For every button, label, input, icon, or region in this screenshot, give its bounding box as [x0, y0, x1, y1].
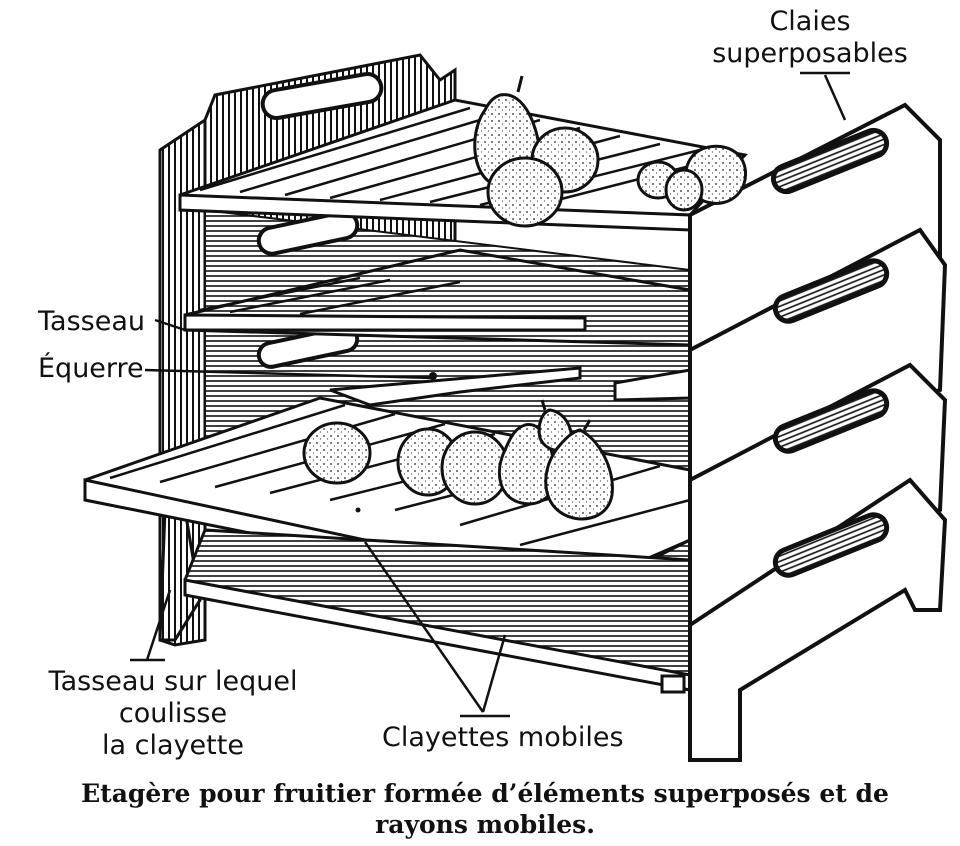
- right-handle-slots: [770, 127, 890, 578]
- label-claies-line2: superposables: [712, 38, 908, 69]
- caption-line2: rayons mobiles.: [375, 810, 595, 839]
- right-side-stack: [688, 102, 948, 762]
- label-tasseau-sur-line3: la clayette: [102, 730, 244, 761]
- middle-shelf: [183, 248, 692, 347]
- top-fruits: [473, 75, 747, 228]
- label-claies-line1: Claies: [769, 6, 851, 37]
- figure-caption: Etagère pour fruitier formée d’éléments …: [20, 778, 950, 840]
- label-claies-superposables: Claies superposables: [700, 6, 920, 70]
- label-clayettes-mobiles: Clayettes mobiles: [382, 722, 624, 753]
- tray-fruits: [302, 399, 614, 521]
- back-handle-slot: [260, 72, 384, 120]
- label-tasseau-sur-lequel: Tasseau sur lequel coulisse la clayette: [28, 666, 318, 762]
- label-tasseau-sur-line2: coulisse: [118, 698, 228, 729]
- bottom-shelf: [183, 528, 692, 694]
- caption-line1: Etagère pour fruitier formée d’éléments …: [81, 779, 889, 808]
- leader-lines: [130, 71, 850, 718]
- label-tasseau-sur-line1: Tasseau sur lequel: [48, 666, 298, 697]
- equerre-bracket: [329, 366, 692, 407]
- label-equerre: Équerre: [38, 353, 144, 384]
- label-tasseau: Tasseau: [38, 306, 145, 337]
